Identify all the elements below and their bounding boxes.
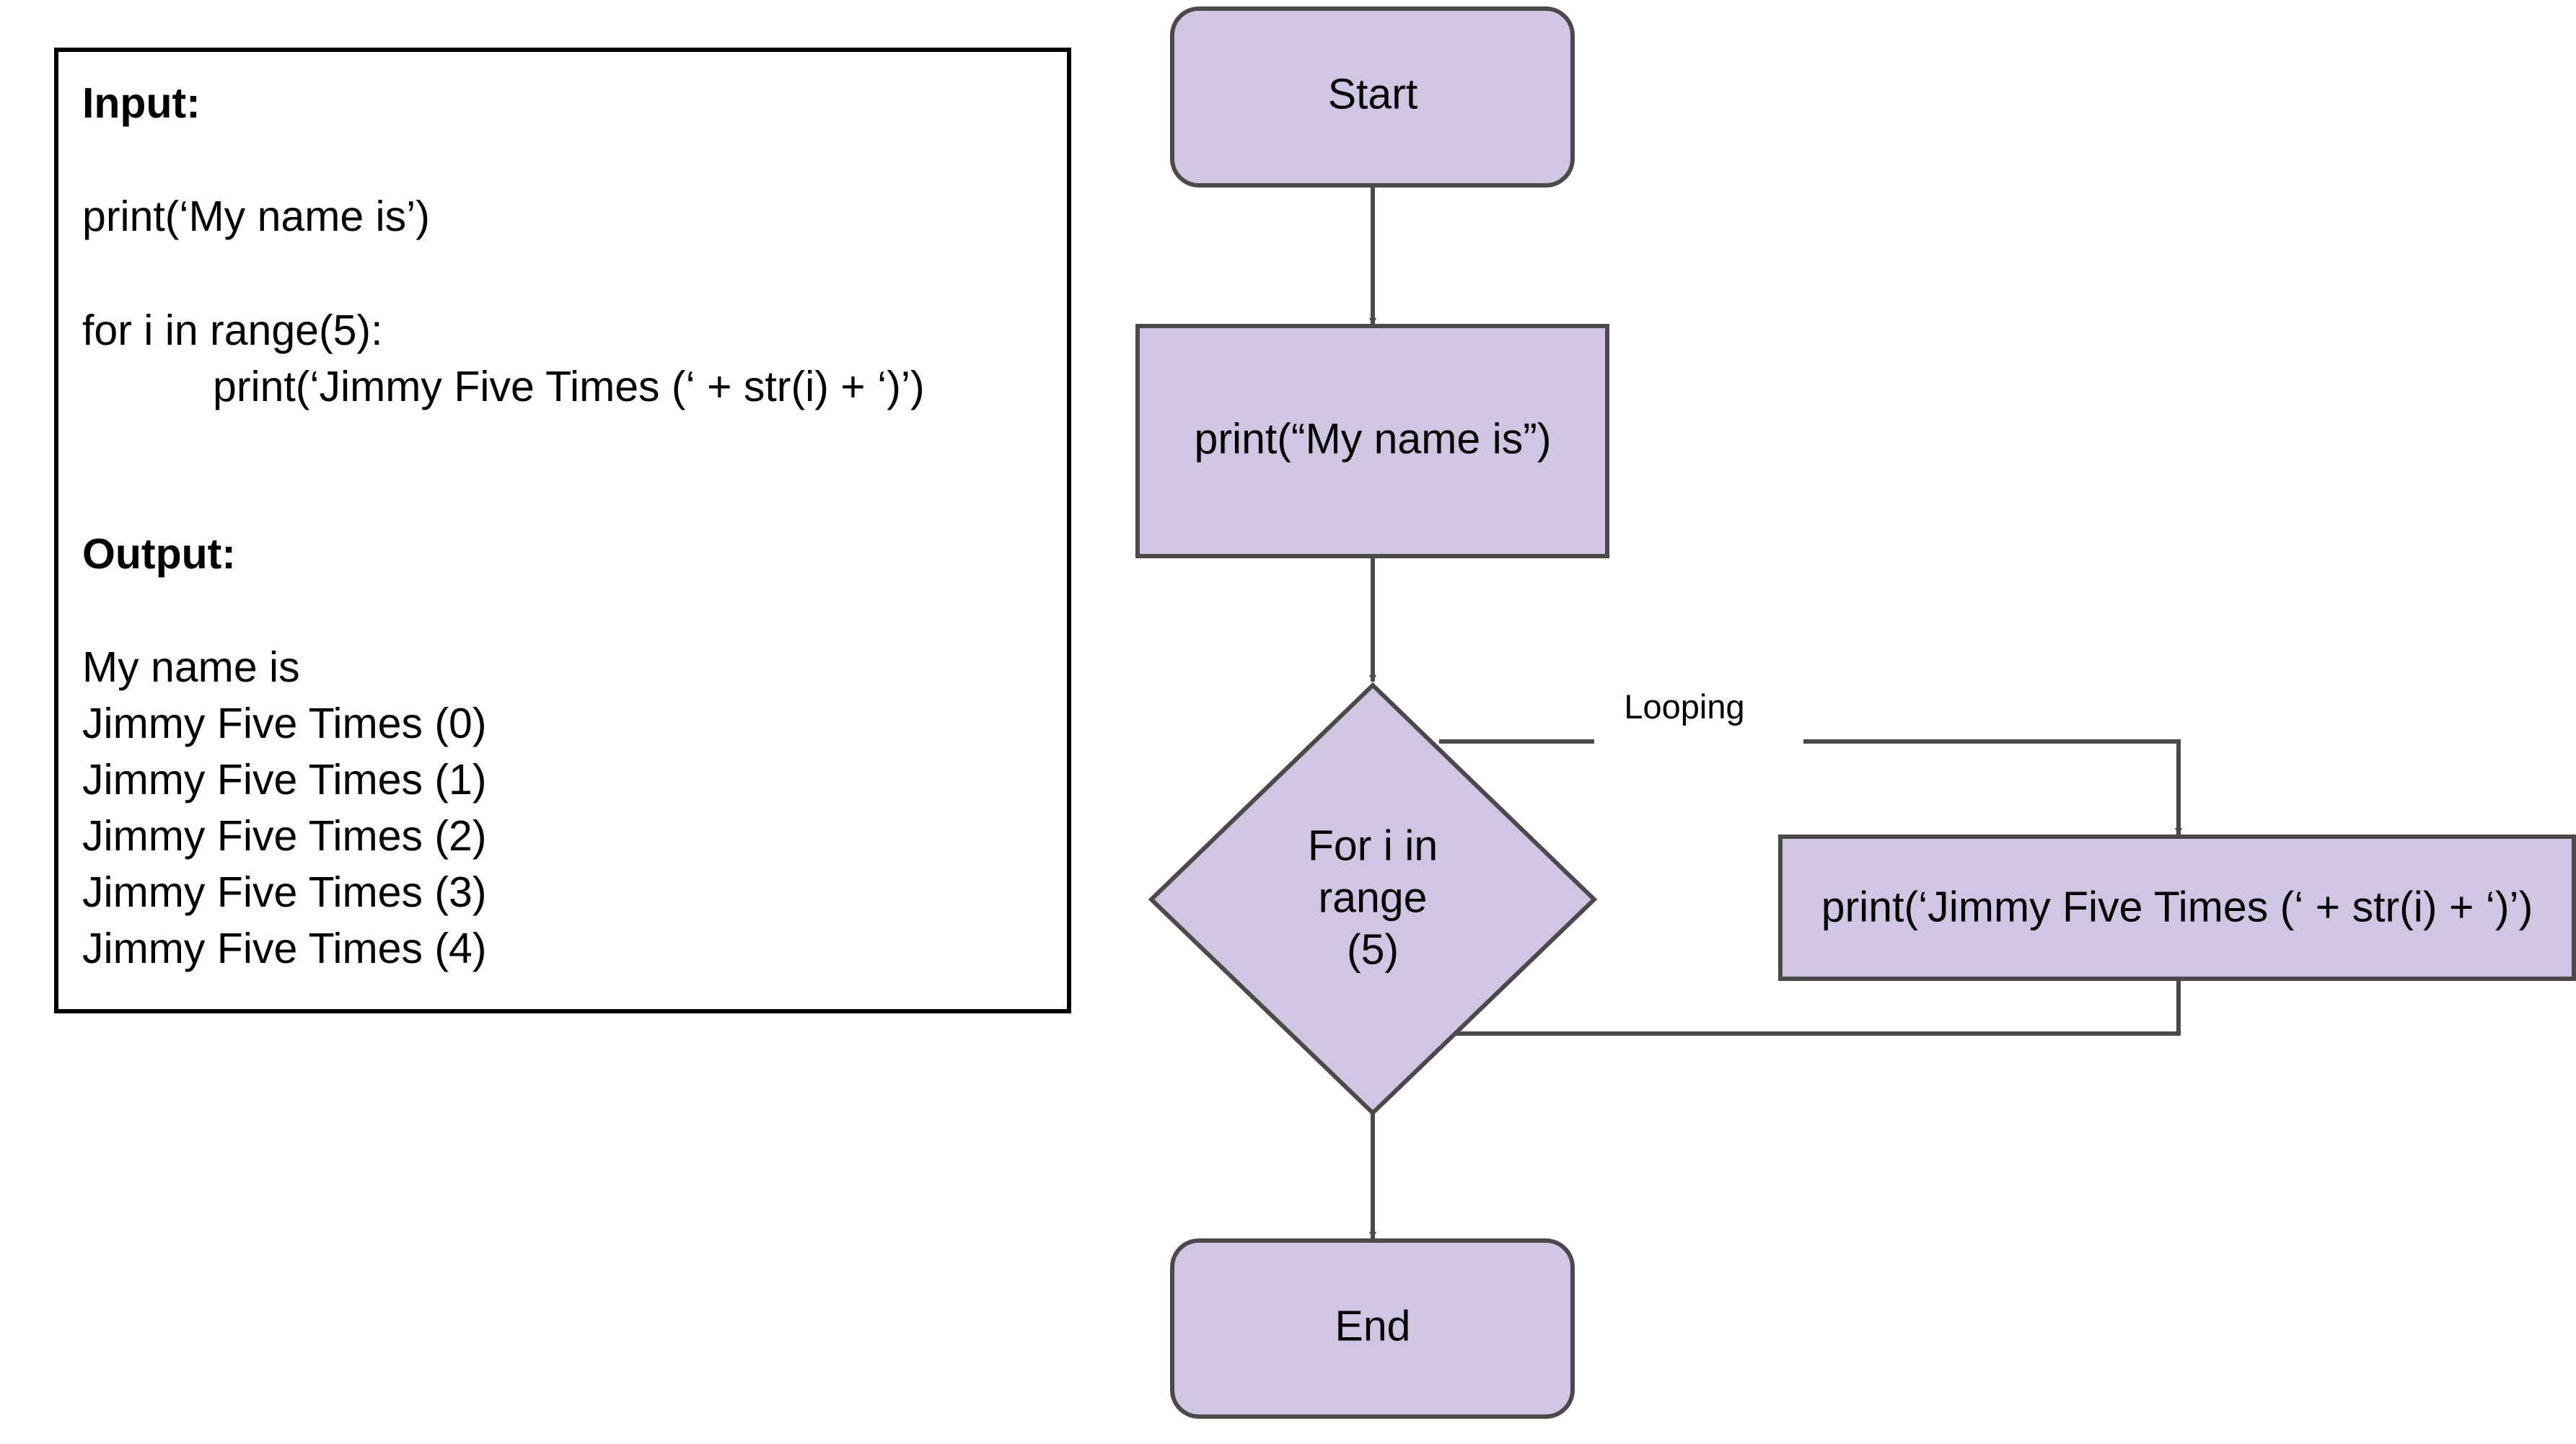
output-heading: Output:	[82, 530, 236, 578]
looping-label: Looping	[1624, 687, 1744, 726]
start-node: Start	[1170, 6, 1575, 188]
looping-label-group: Looping	[1594, 687, 1803, 762]
output-line: Jimmy Five Times (0)	[82, 700, 487, 747]
loop-decision-node: For i in range (5)	[1148, 682, 1598, 1117]
end-node-shape	[1170, 1238, 1575, 1419]
print-jimmy-node: print(‘Jimmy Five Times (‘ + str(i) + ‘)…	[1778, 835, 2576, 981]
code-panel: Input: print(‘My name is’) for i in rang…	[54, 48, 1071, 1013]
output-line: Jimmy Five Times (4)	[82, 925, 487, 972]
end-node-label: End	[1335, 1303, 1411, 1350]
print-name-node: print(“My name is”)	[1135, 324, 1609, 558]
loop-decision-node-shape	[1148, 682, 1598, 1117]
input-line: for i in range(5):	[82, 307, 382, 354]
print-name-node-shape	[1135, 324, 1609, 558]
loop-decision-label-line: For i in	[1308, 822, 1438, 870]
arrow-body-back-to-loop	[1446, 979, 2181, 1037]
input-heading: Input:	[82, 79, 201, 127]
print-jimmy-node-shape	[1778, 835, 2576, 981]
input-line: print(‘My name is’)	[82, 193, 430, 240]
input-line: print(‘Jimmy Five Times (‘ + str(i) + ‘)…	[213, 363, 925, 410]
start-node-shape	[1170, 6, 1575, 188]
print-name-node-label: print(“My name is”)	[1195, 415, 1552, 463]
start-node-label: Start	[1328, 71, 1418, 118]
print-jimmy-node-label: print(‘Jimmy Five Times (‘ + str(i) + ‘)…	[1821, 884, 2533, 931]
loop-decision-label-line: range	[1319, 874, 1428, 922]
output-line: Jimmy Five Times (3)	[82, 868, 487, 916]
looping-label-background	[1594, 721, 1803, 762]
code-panel-border	[54, 48, 1071, 1013]
output-line: Jimmy Five Times (2)	[82, 812, 487, 860]
output-line: Jimmy Five Times (1)	[82, 756, 487, 804]
loop-decision-label-line: (5)	[1347, 926, 1399, 974]
arrow-loop-to-body	[1439, 739, 2182, 835]
end-node: End	[1170, 1238, 1575, 1419]
output-line: My name is	[82, 643, 300, 691]
